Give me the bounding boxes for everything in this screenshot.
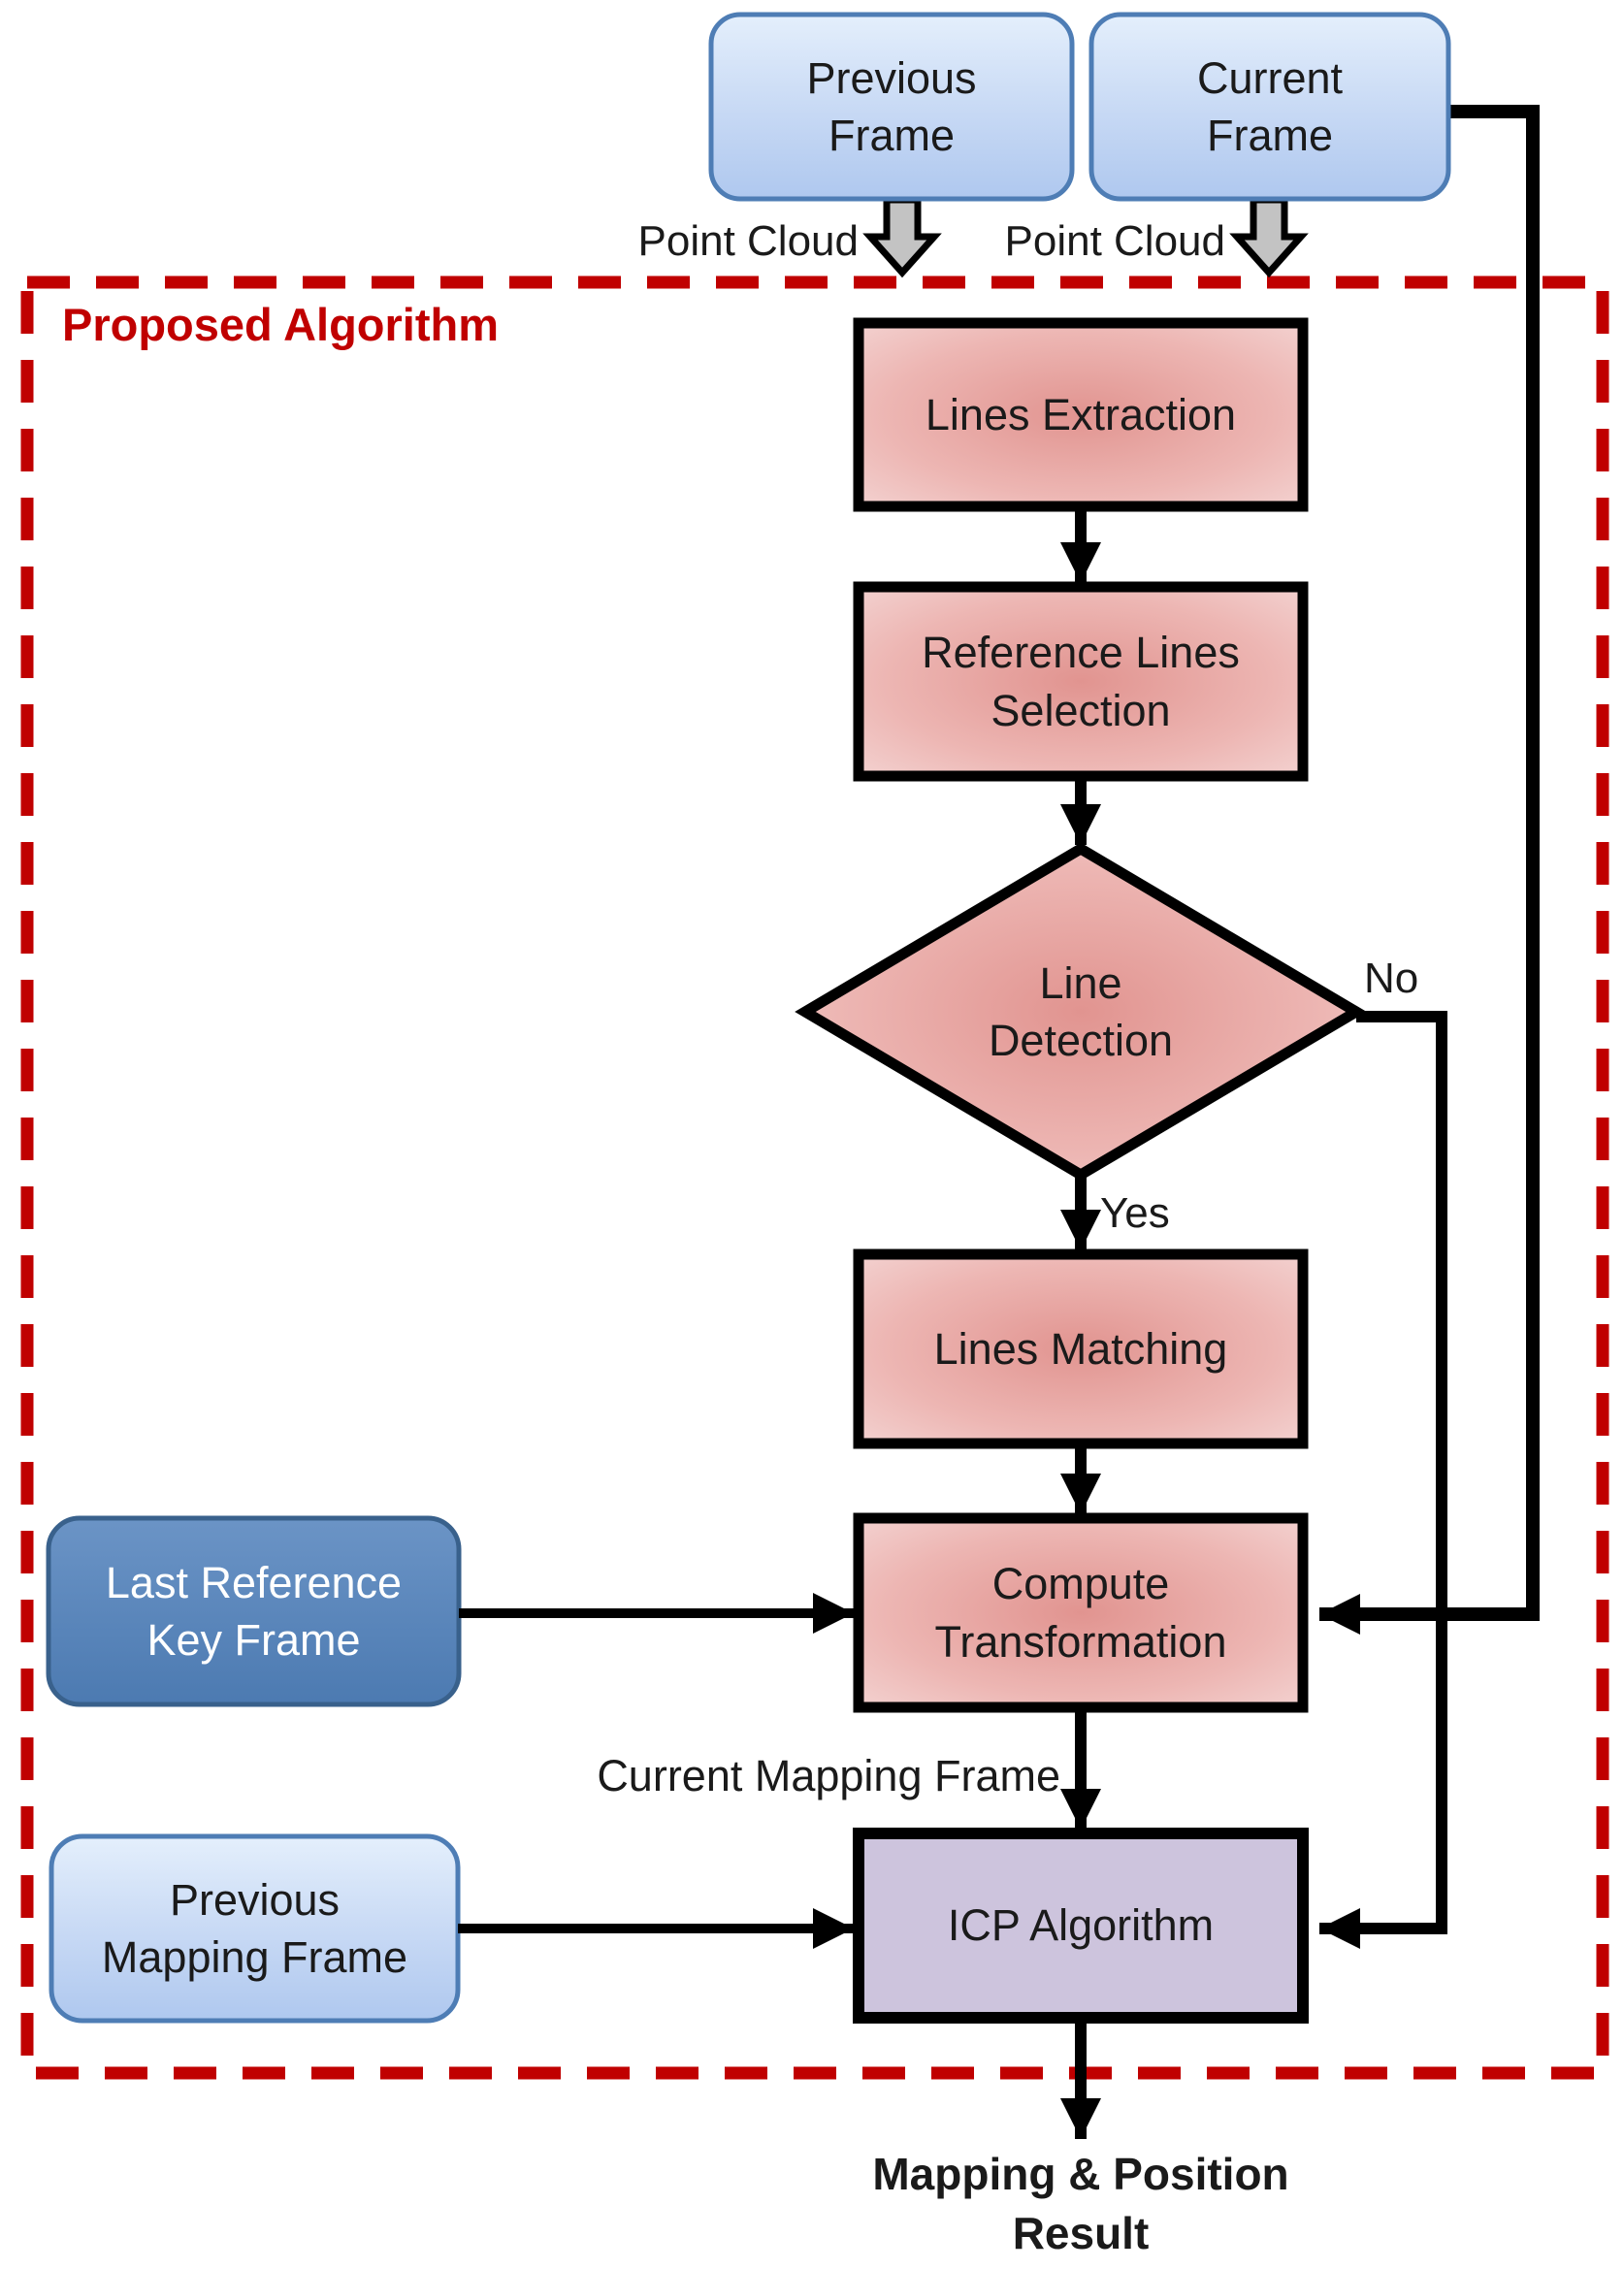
- previous-frame-label: Previous Frame: [806, 52, 977, 160]
- lines-matching-label: Lines Matching: [933, 1323, 1228, 1374]
- no-edge-label: No: [1364, 954, 1419, 1002]
- lines-matching-node: [853, 1248, 1309, 1449]
- lines-extraction-label: Lines Extraction: [925, 389, 1237, 439]
- icp-algorithm-node: [853, 1828, 1309, 2024]
- point-cloud-left-label: Point Cloud: [637, 216, 859, 265]
- yes-edge-label: Yes: [1100, 1188, 1170, 1237]
- previous-frame-node: [708, 12, 1075, 202]
- compute-transformation-node: [853, 1512, 1309, 1713]
- proposed-algorithm-title: Proposed Algorithm: [62, 298, 499, 350]
- reference-lines-selection-label: Reference Lines Selection: [922, 628, 1240, 735]
- point-cloud-right-label: Point Cloud: [1004, 216, 1225, 265]
- point-cloud-arrow-left-icon: [862, 196, 942, 278]
- edge-current-frame-feedback: [1319, 105, 1540, 1635]
- compute-transformation-label: Compute Transformation: [934, 1559, 1227, 1667]
- previous-mapping-frame-label: Previous Mapping Frame: [101, 1874, 408, 1982]
- mapping-position-result-label: Mapping & Position Result: [872, 2149, 1289, 2258]
- edge-no-feedback: [1319, 1011, 1447, 1949]
- current-frame-label: Current Frame: [1196, 52, 1344, 160]
- current-mapping-frame-label: Current Mapping Frame: [597, 1751, 1060, 1801]
- lines-extraction-node: [853, 317, 1309, 512]
- icp-algorithm-label: ICP Algorithm: [947, 1900, 1215, 1951]
- current-frame-node: [1088, 12, 1451, 202]
- point-cloud-arrow-right-icon: [1229, 196, 1309, 278]
- proposed-algorithm-container: [20, 276, 1609, 2080]
- line-detection-label: Line Detection: [988, 957, 1174, 1065]
- last-reference-key-frame-label: Last Reference Key Frame: [105, 1557, 403, 1665]
